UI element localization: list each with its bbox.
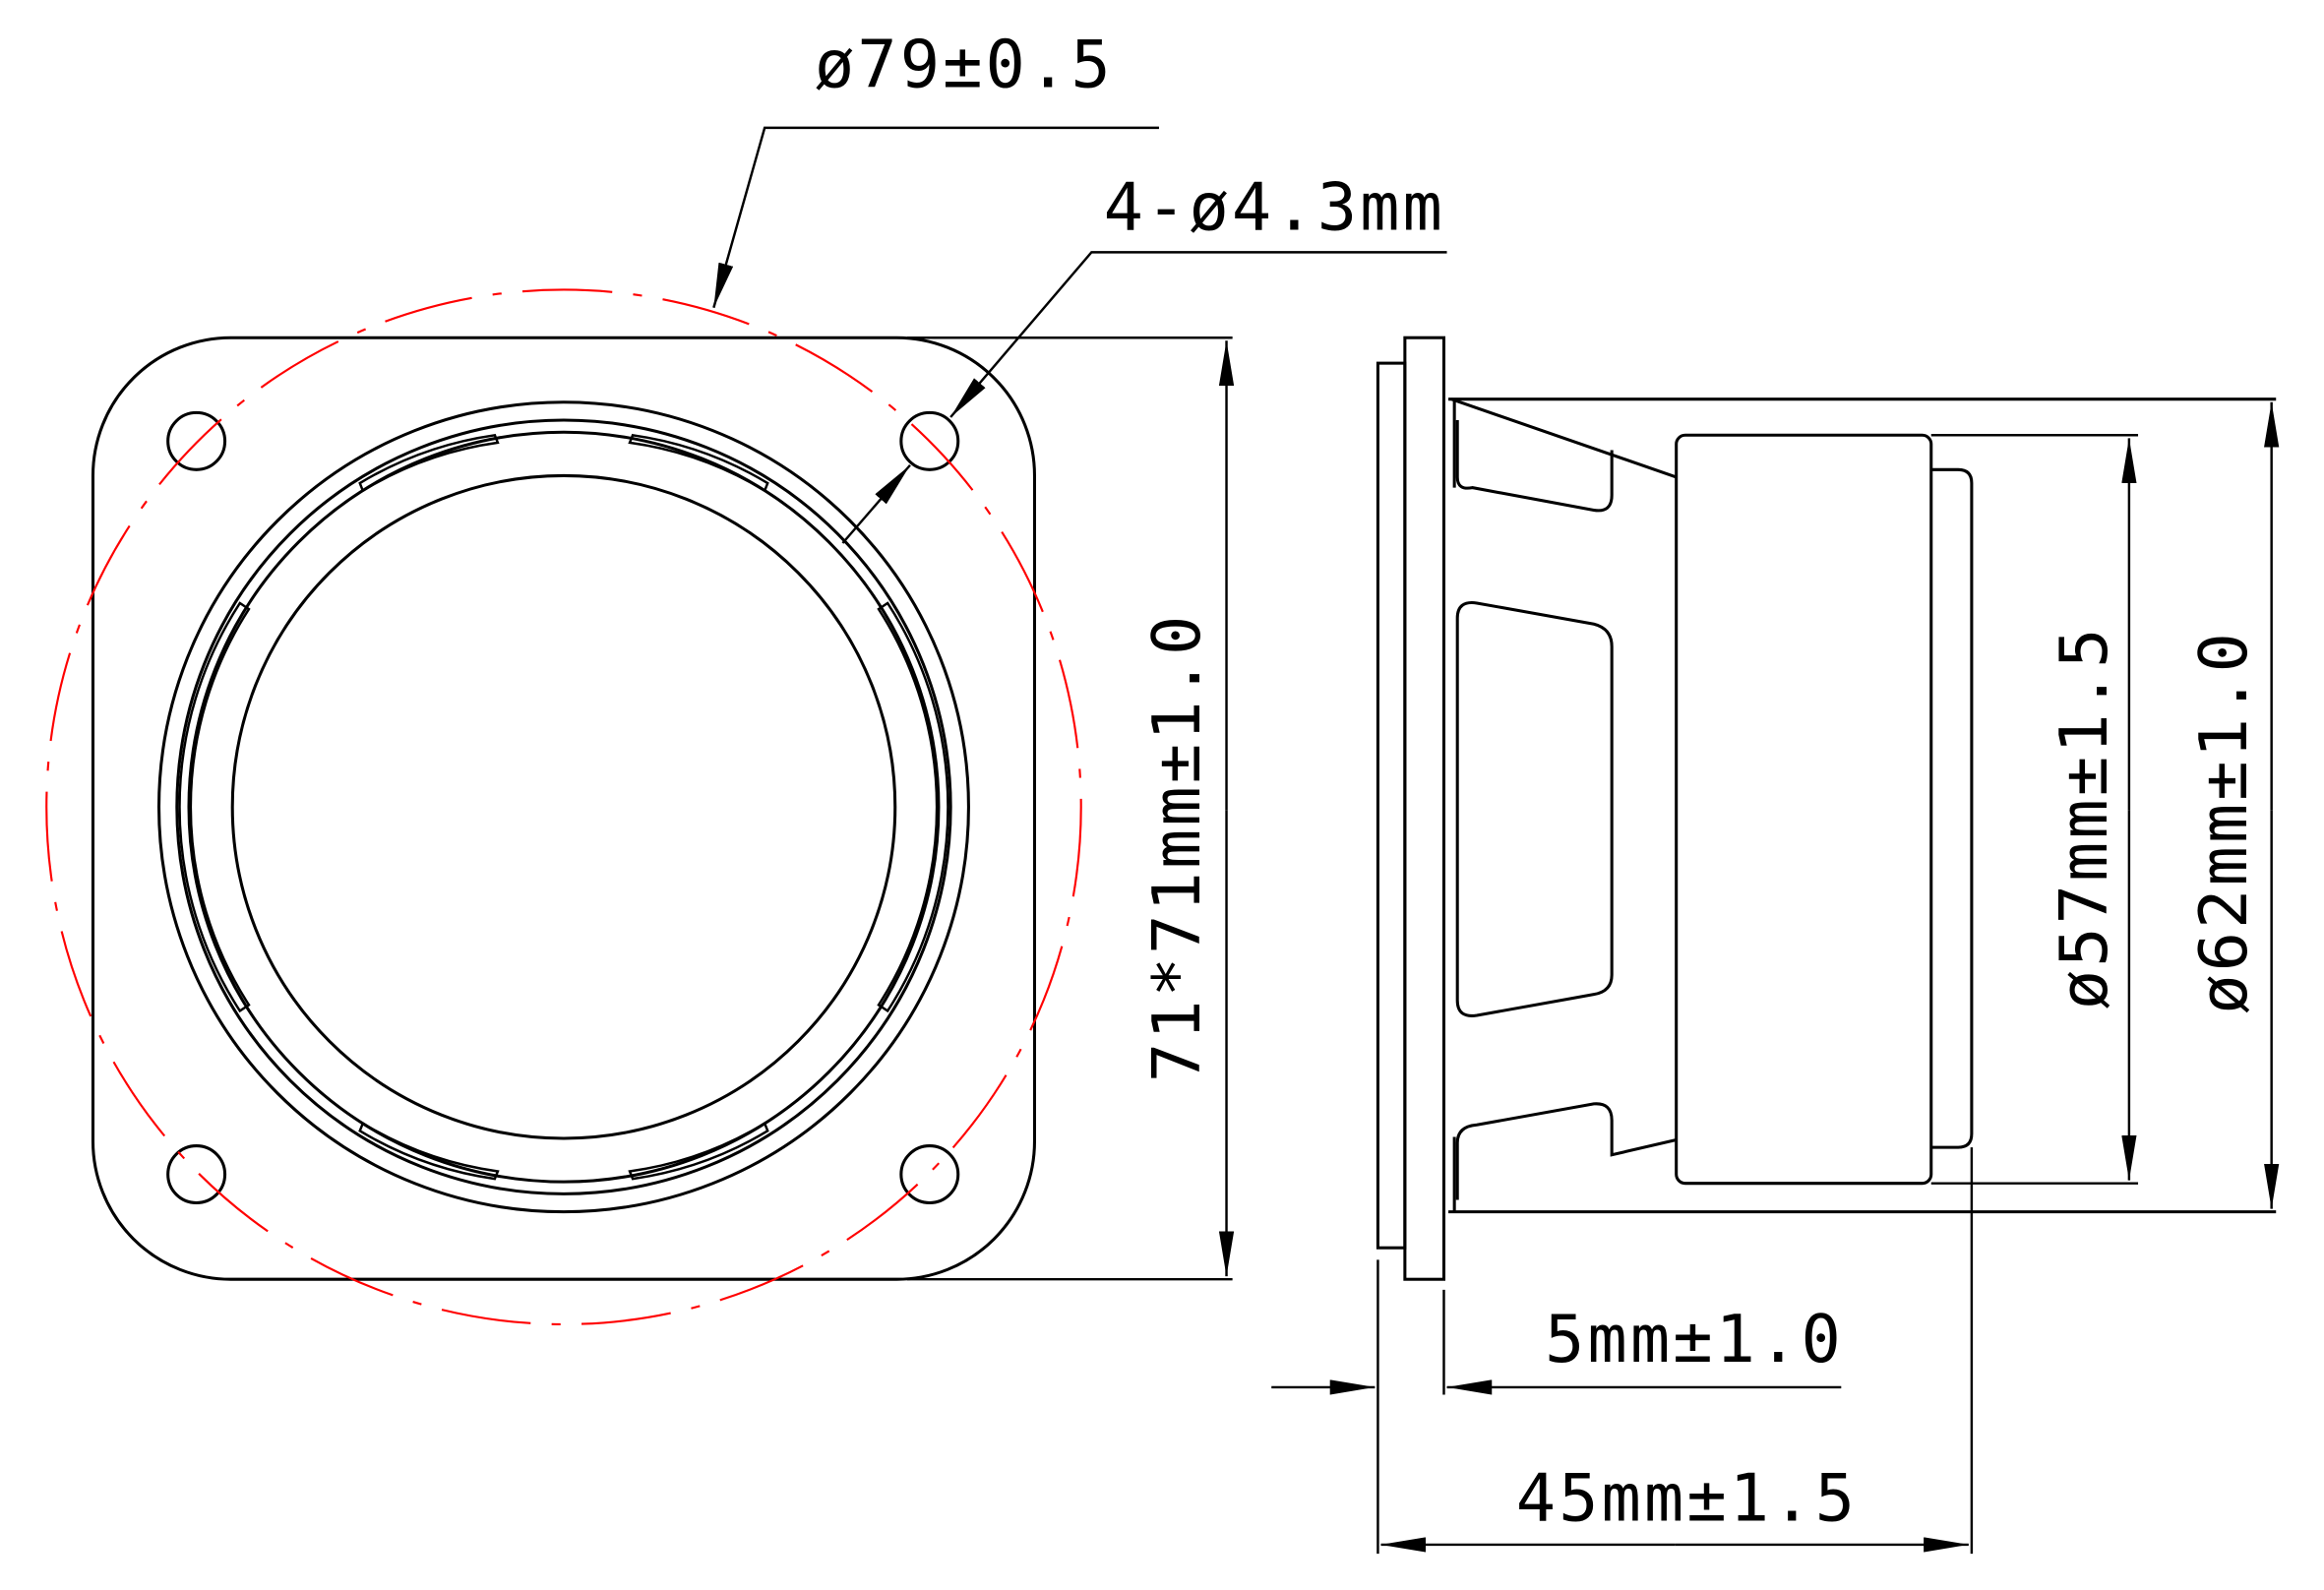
basket-window [1455,420,1614,513]
mounting-hole [899,410,960,471]
square-frame [91,336,1036,1281]
surround-inner [187,430,941,1184]
side-view: ø57mm±1.5 ø62mm±1.0 5mm±1.0 45mm±1.5 [1271,336,2280,1555]
surround-outer [175,418,952,1195]
leader-line [841,463,911,544]
pitch-circle [45,288,1082,1325]
basket-window [1455,600,1614,1017]
flange [1403,336,1446,1281]
slot [628,433,769,493]
total-depth-label: 45mm±1.5 [1516,1460,1858,1537]
basket-diameter-label: ø62mm±1.0 [2185,630,2262,1014]
mounting-hole [899,1144,960,1205]
slot [178,601,251,1013]
basket-window [1455,1102,1678,1200]
slot [358,1121,500,1181]
slot [358,433,500,493]
gasket [1376,361,1407,1250]
frame-ring [157,400,970,1214]
leader-line [712,126,1159,309]
flange-thickness-label: 5mm±1.0 [1545,1301,1844,1377]
slot [628,1121,769,1181]
mounting-hole [166,410,227,471]
mounting-hole [166,1144,227,1205]
frame-size-label: 71*71mm±1.0 [1138,613,1215,1083]
front-view: ø79±0.5 4-ø4.3mm 71*71mm±1.0 [45,27,1447,1325]
magnet-diameter-label: ø57mm±1.5 [2046,625,2122,1009]
back-plate [1930,467,1974,1149]
slot [877,601,949,1013]
basket-spoke [1450,398,1678,479]
magnet [1675,433,1933,1186]
mounting-holes-label: 4-ø4.3mm [1104,169,1445,246]
outer-diameter-label: ø79±0.5 [815,27,1114,103]
leader-line [949,251,1447,418]
cone [230,473,897,1140]
